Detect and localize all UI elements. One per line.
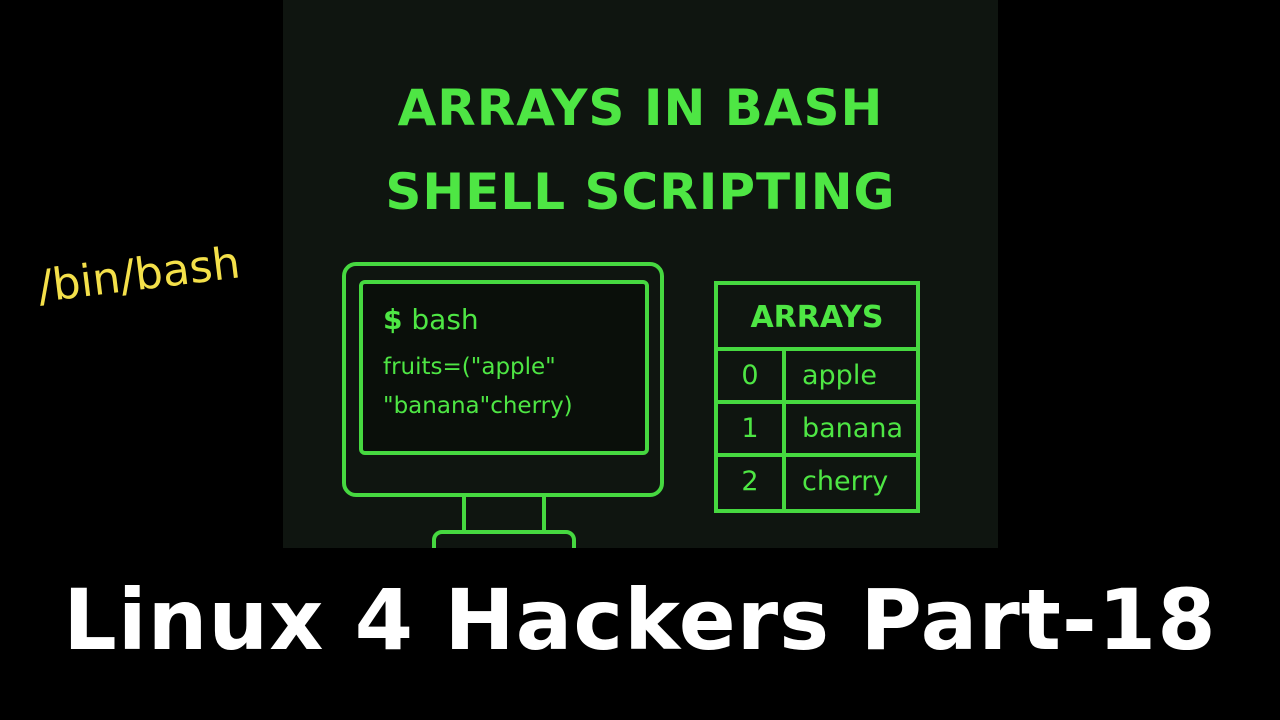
bin-bash-tag: /bin/bash (34, 237, 243, 313)
terminal-screen: $ bash fruits=("apple" "banana"cherry) (359, 280, 649, 455)
monitor-stand-neck (462, 495, 546, 533)
title-line-1: ARRAYS IN BASH (397, 79, 884, 137)
array-value: apple (802, 360, 877, 391)
array-row: 1 banana (718, 404, 916, 457)
array-row: 2 cherry (718, 457, 916, 510)
banner-title: Linux 4 Hackers Part-18 (63, 571, 1217, 669)
array-row: 0 apple (718, 351, 916, 404)
array-index: 1 (718, 404, 786, 453)
array-index: 0 (718, 351, 786, 400)
array-index: 2 (718, 457, 786, 510)
code-line-2: "banana"cherry) (383, 393, 573, 419)
banner-background (36, 548, 1244, 693)
prompt-symbol: $ (383, 303, 403, 336)
array-table-header: ARRAYS (718, 285, 916, 351)
array-value: cherry (802, 466, 889, 497)
terminal-prompt: $ bash (383, 306, 479, 334)
prompt-command: bash (411, 303, 479, 336)
title-line-2: SHELL SCRIPTING (385, 163, 896, 221)
array-value: banana (802, 413, 903, 444)
array-table: ARRAYS 0 apple 1 banana 2 cherry (714, 281, 920, 513)
monitor-icon (342, 262, 664, 497)
code-line-1: fruits=("apple" (383, 354, 556, 380)
